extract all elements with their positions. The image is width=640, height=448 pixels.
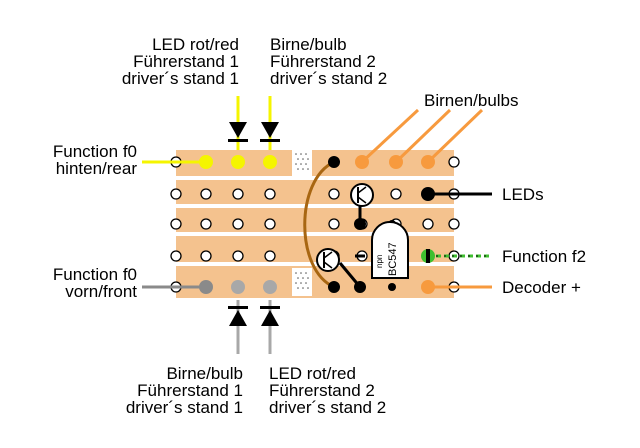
board-strip-1 <box>176 150 454 176</box>
label-bulb-bottom-2: Führerstand 1 <box>137 381 243 400</box>
board-strip-3 <box>176 208 454 232</box>
label-led-top-2: Führerstand 1 <box>133 52 239 71</box>
track-cut-bottom <box>292 268 312 296</box>
label-decoder-plus: Decoder + <box>502 278 581 297</box>
label-f2: Function f2 <box>502 247 586 266</box>
label-bulb-top-1: Birne/bulb <box>270 35 347 54</box>
board-hole <box>264 218 276 230</box>
board-hole <box>232 218 244 230</box>
board-hole <box>200 250 212 262</box>
label-led-bottom-3: driver´s stand 2 <box>269 398 386 417</box>
board-hole <box>200 218 212 230</box>
board-hole <box>390 188 402 200</box>
label-f0-rear-2: hinten/rear <box>56 159 138 178</box>
label-led-top-1: LED rot/red <box>152 35 239 54</box>
board-strip-4 <box>176 236 454 262</box>
label-led-bottom-2: Führerstand 2 <box>269 381 375 400</box>
board-edge-hole <box>448 218 460 230</box>
label-led-bottom-1: LED rot/red <box>269 364 356 383</box>
board-hole <box>328 218 340 230</box>
board-strip-2 <box>176 180 454 204</box>
label-bulb-top-2: Führerstand 2 <box>270 52 376 71</box>
label-bulb-bottom-1: Birne/bulb <box>166 364 243 383</box>
label-bulb-bottom-3: driver´s stand 1 <box>126 398 243 417</box>
label-f0-front-1: Function f0 <box>53 265 137 284</box>
board-hole <box>200 188 212 200</box>
board-hole <box>422 218 434 230</box>
diode-icon <box>228 122 280 326</box>
bc547-transistor-package: npn BC547 <box>371 221 409 279</box>
board-hole <box>328 188 340 200</box>
label-leds: LEDs <box>502 185 544 204</box>
label-f0-front-2: vorn/front <box>65 282 137 301</box>
wiring-f2 <box>421 249 492 263</box>
jumper-wire <box>303 160 335 289</box>
transistor-icon <box>316 183 374 272</box>
board-hole <box>232 250 244 262</box>
board-hole <box>232 188 244 200</box>
board-edge-hole <box>170 218 182 230</box>
board-hole <box>264 188 276 200</box>
track-cut-dots <box>295 153 309 289</box>
transistor-type-label: npn <box>375 255 384 268</box>
wiring-bulbs <box>355 108 492 294</box>
label-bulbs: Birnen/bulbs <box>424 91 519 110</box>
board-hole <box>264 250 276 262</box>
transistor-part-label: BC547 <box>387 242 399 276</box>
board-edge-hole <box>448 156 460 168</box>
solder-dot-icon <box>199 280 213 294</box>
label-bulb-top-3: driver´s stand 2 <box>270 69 387 88</box>
board-edge-hole <box>170 250 182 262</box>
label-led-top-3: driver´s stand 1 <box>122 69 239 88</box>
label-f0-rear-1: Function f0 <box>53 142 137 161</box>
board-edge-hole <box>170 188 182 200</box>
track-cut-top <box>292 150 312 176</box>
stripboard <box>176 150 454 298</box>
